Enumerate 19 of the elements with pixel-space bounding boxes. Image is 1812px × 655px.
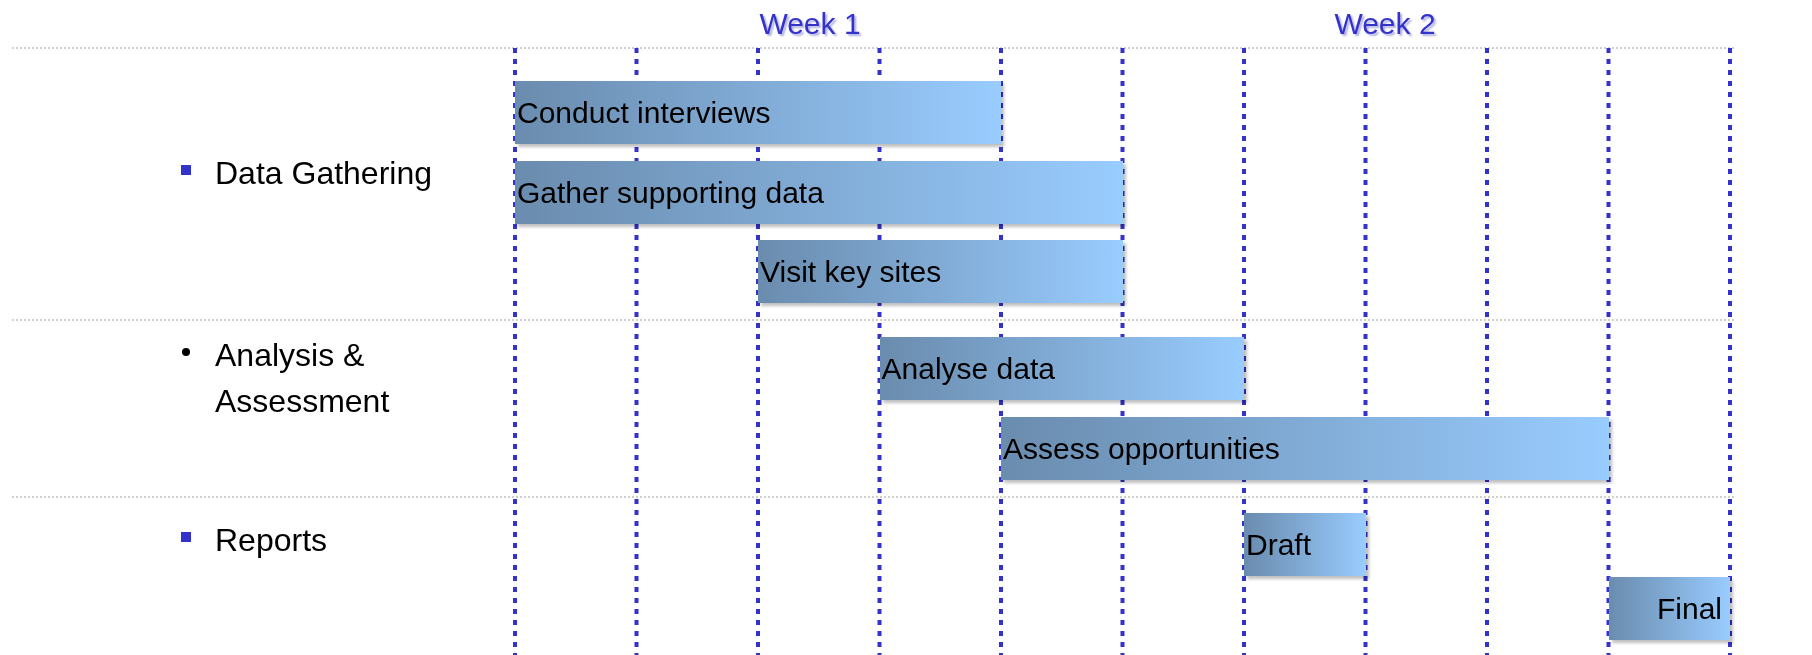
task-bar [515, 161, 1123, 224]
task-bar [515, 81, 1001, 144]
task-name: Draft [1246, 526, 1311, 563]
task-name: Conduct interviews [517, 94, 771, 131]
row-label: Data Gathering [215, 154, 433, 193]
task-name: Analyse data [881, 350, 1055, 387]
task-name: Gather supporting data [517, 174, 824, 211]
task-name: Final [1656, 590, 1722, 627]
task-name: Visit key sites [760, 253, 942, 290]
week-label: Week 1 [758, 6, 862, 42]
task-bar [879, 337, 1244, 400]
task-bar [758, 240, 1123, 303]
task-bar [1608, 577, 1730, 640]
row-label: Reports [215, 521, 329, 560]
task-bar [1001, 417, 1609, 480]
task-name: Assess opportunities [1003, 430, 1280, 467]
row-label: Analysis & Assessment [215, 336, 391, 421]
task-bar [1244, 513, 1366, 576]
week-label: Week 2 [1333, 6, 1437, 42]
